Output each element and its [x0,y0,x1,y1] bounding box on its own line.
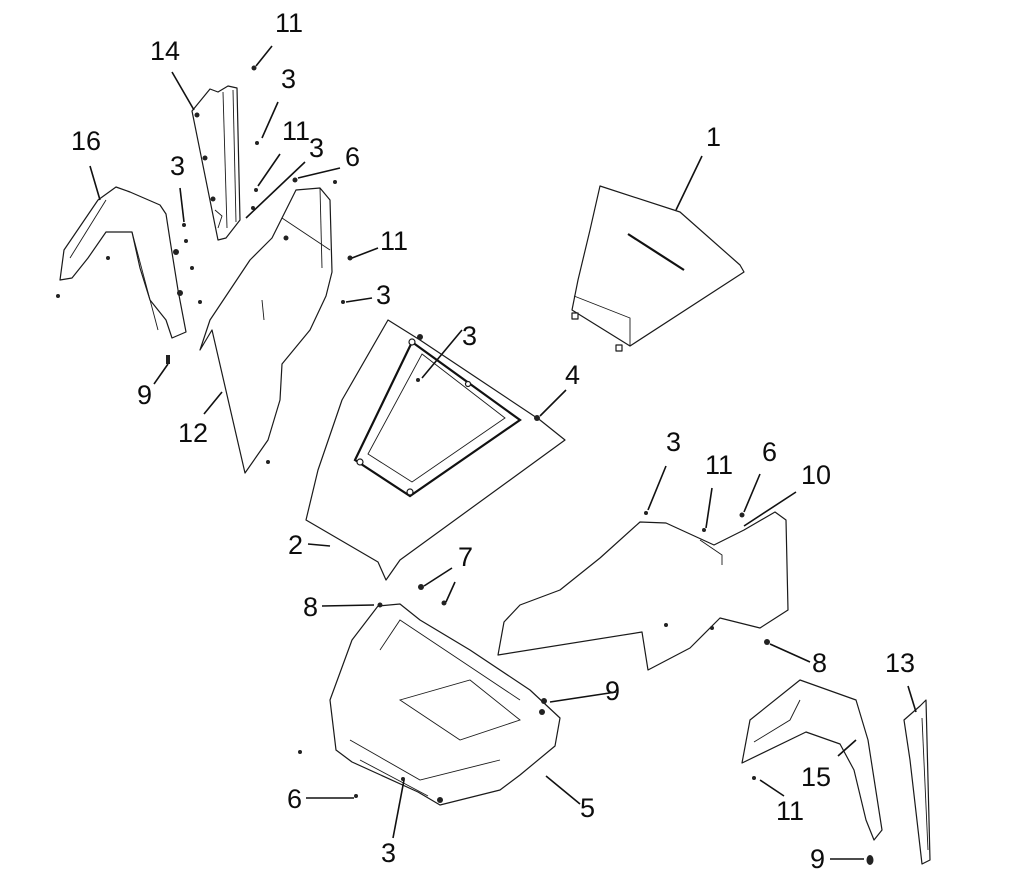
callout-7: 7 [458,542,473,572]
callout-3: 3 [381,838,396,868]
callout-9: 9 [137,380,152,410]
callout-6: 6 [287,784,302,814]
callout-11: 11 [275,8,303,38]
part-13-right-pillar-trim [903,699,931,865]
part-2-front-hood [305,319,566,581]
callout-3: 3 [376,280,391,310]
callout-3: 3 [170,151,185,181]
part-15-right-fender [741,679,883,841]
callout-5: 5 [580,793,595,823]
callout-labels: 11 14 3 11 3 6 16 3 11 3 1 3 9 12 4 3 11… [71,8,915,874]
part-12-left-side-panel [199,187,333,474]
callout-13: 13 [885,648,915,678]
callout-2: 2 [288,530,303,560]
callout-15: 15 [801,762,831,792]
callout-11: 11 [282,116,310,146]
callout-1: 1 [706,122,721,152]
callout-9: 9 [810,844,825,874]
callout-12: 12 [178,418,208,448]
fasteners [56,65,874,865]
part-14-upper-pillar-panel [191,85,241,241]
callout-8: 8 [303,592,318,622]
callout-10: 10 [801,460,831,490]
part-5-front-storage-tub [329,603,561,806]
part-10-right-side-panel [497,511,789,671]
callout-14: 14 [150,36,180,66]
callout-16: 16 [71,126,101,156]
part-16-left-fender [59,186,187,339]
callout-3: 3 [281,64,296,94]
part-1-top-cover [571,185,745,352]
callout-3: 3 [309,133,324,163]
callout-11: 11 [776,796,804,826]
callout-3: 3 [462,321,477,351]
callout-6: 6 [762,437,777,467]
callout-11: 11 [705,450,733,480]
callout-6: 6 [345,142,360,172]
callout-8: 8 [812,648,827,678]
leader-lines [89,45,917,860]
callout-9: 9 [605,676,620,706]
callout-11: 11 [380,226,408,256]
callout-3: 3 [666,427,681,457]
callout-4: 4 [565,360,580,390]
